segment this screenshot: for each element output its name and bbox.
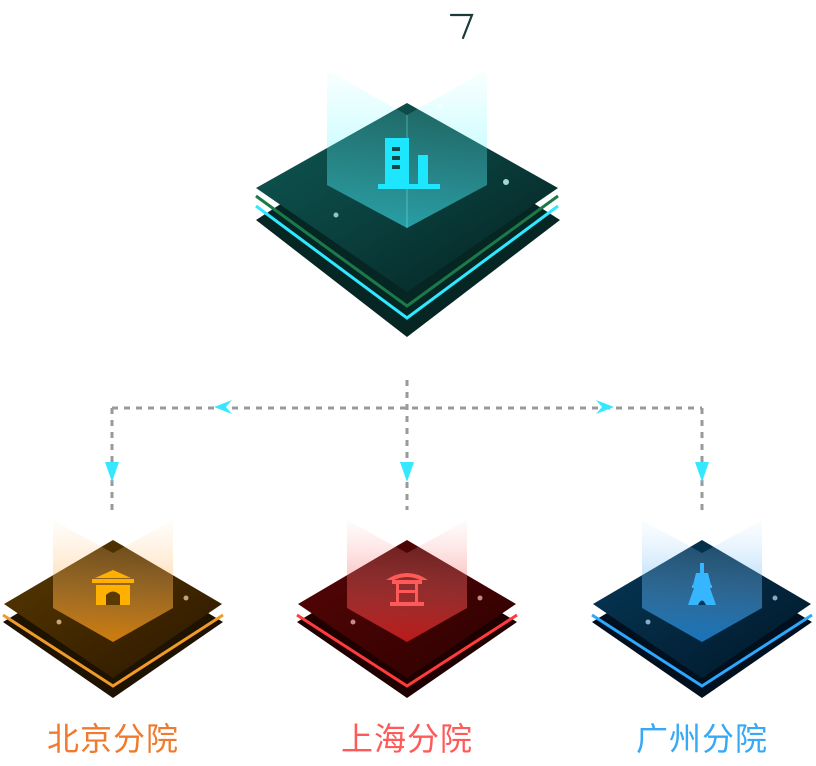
branch-label-beijing: 北京分院 — [46, 720, 179, 758]
chinese-gate-icon — [92, 570, 134, 605]
arrow-right-icon — [596, 400, 614, 414]
branch-label-shanghai: 上海分院 — [340, 720, 473, 758]
branch-platform-shanghai — [296, 520, 518, 698]
branch-label-guangzhou: 广州分院 — [635, 720, 768, 758]
connector-arrows — [105, 400, 709, 482]
arrow-left-icon — [214, 400, 232, 414]
root-platform-glow-rim — [255, 204, 559, 320]
branch-platform-beijing — [2, 520, 224, 698]
office-building-icon — [378, 138, 440, 189]
branch-platform-guangzhou — [591, 520, 813, 698]
root-platform — [255, 70, 560, 337]
arrow-down-icon — [105, 462, 119, 482]
top-mark-glyph — [449, 13, 474, 40]
pagoda-pavilion-icon — [386, 573, 428, 606]
connector-lines — [110, 380, 704, 510]
arrow-down-icon — [400, 462, 414, 482]
arrow-down-icon — [695, 462, 709, 482]
canton-tower-icon — [688, 563, 716, 605]
